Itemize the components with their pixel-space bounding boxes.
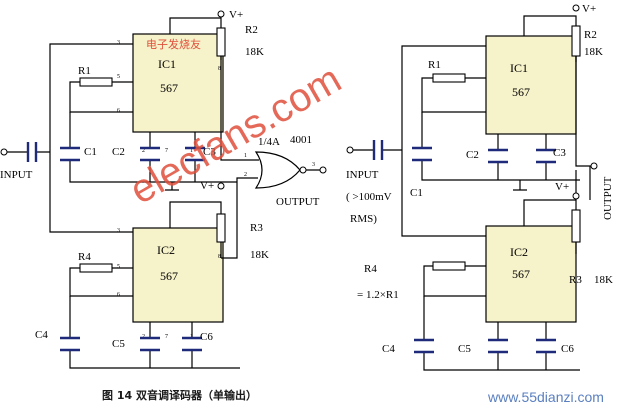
right-circuit: IC1 567 IC2 567 V+ R2 18K R1 C1 C2 C3 IN… bbox=[346, 3, 614, 371]
left-r4-label: R4 bbox=[78, 251, 91, 263]
left-ic2-pin7: 7 bbox=[165, 334, 168, 340]
left-vplus-bottom: V+ bbox=[200, 180, 214, 192]
left-ic2-pin3: 3 bbox=[117, 228, 120, 234]
left-ic2-name: IC2 bbox=[157, 243, 175, 257]
watermark-small: 电子发烧友 bbox=[146, 37, 201, 51]
right-r3-label: R3 bbox=[569, 274, 582, 286]
right-ic1-name: IC1 bbox=[510, 61, 528, 75]
right-ic2-part: 567 bbox=[512, 267, 530, 281]
left-c3-label: C3 bbox=[203, 146, 216, 158]
left-c4-label: C4 bbox=[35, 329, 48, 341]
left-ic1-pin3: 3 bbox=[117, 40, 120, 46]
right-c5-label: C5 bbox=[458, 343, 471, 355]
right-r2-resistor bbox=[571, 25, 581, 57]
left-ic2-pin5: 5 bbox=[117, 264, 120, 270]
right-r2-value: 18K bbox=[584, 46, 603, 58]
left-r1-resistor bbox=[79, 77, 113, 87]
left-ic1-body bbox=[132, 33, 224, 133]
left-c2-label: C2 bbox=[112, 146, 125, 158]
left-gate-part: 4001 bbox=[290, 134, 312, 146]
left-ic1-pin5: 5 bbox=[117, 74, 120, 80]
left-ic2-part: 567 bbox=[160, 269, 178, 283]
right-r4-label: R4 bbox=[364, 263, 377, 275]
right-r3-value: 18K bbox=[594, 274, 613, 286]
left-r4-resistor bbox=[79, 263, 113, 273]
right-r4-resistor bbox=[432, 261, 466, 271]
right-r1-label: R1 bbox=[428, 59, 441, 71]
right-ic1-body bbox=[485, 35, 577, 135]
left-r1-label: R1 bbox=[78, 65, 91, 77]
left-ic1-pin2: 2 bbox=[142, 148, 145, 154]
right-input-label: INPUT bbox=[346, 169, 379, 181]
figure-caption: 图 14 双音调译码器（单输出） bbox=[102, 388, 257, 402]
right-input-level2: RMS) bbox=[350, 213, 377, 225]
right-r3-resistor bbox=[571, 209, 581, 243]
left-c1-label: C1 bbox=[84, 146, 97, 158]
right-c4-label: C4 bbox=[382, 343, 395, 355]
right-vplus-top: V+ bbox=[582, 3, 596, 15]
right-r1-resistor bbox=[432, 73, 466, 83]
right-c2-label: C2 bbox=[466, 149, 479, 161]
right-r2-label: R2 bbox=[584, 29, 597, 41]
left-circuit: IC1 567 3 5 6 8 2 7 1 IC2 567 3 5 6 8 2 … bbox=[0, 9, 327, 369]
left-c6-label: C6 bbox=[200, 331, 213, 343]
footer-url: www.55dianzi.com bbox=[487, 389, 604, 405]
left-vplus-top: V+ bbox=[229, 9, 243, 21]
right-input-level: ( >100mV bbox=[346, 191, 392, 203]
left-output-label: OUTPUT bbox=[276, 196, 320, 208]
left-ic2-pin6: 6 bbox=[117, 292, 120, 298]
left-gate-pin3: 3 bbox=[312, 162, 315, 168]
left-ic1-name: IC1 bbox=[158, 57, 176, 71]
left-r2-resistor bbox=[216, 27, 226, 57]
left-nor-gate bbox=[254, 151, 301, 189]
left-ic2-body bbox=[132, 227, 224, 323]
left-ic1-pin1: 1 bbox=[190, 148, 193, 154]
left-gate-pin1: 1 bbox=[244, 153, 247, 159]
left-r3-value: 18K bbox=[250, 249, 269, 261]
left-gate-pin2: 2 bbox=[244, 172, 247, 178]
right-c1-label: C1 bbox=[410, 187, 423, 199]
left-r2-value: 18K bbox=[245, 46, 264, 58]
left-ic2-pin8: 8 bbox=[218, 254, 221, 260]
left-ic1-pin8: 8 bbox=[218, 66, 221, 72]
right-r4-formula: = 1.2×R1 bbox=[357, 289, 399, 301]
right-ic2-name: IC2 bbox=[510, 245, 528, 259]
right-c6-label: C6 bbox=[561, 343, 574, 355]
right-vplus-bottom: V+ bbox=[555, 181, 569, 193]
left-r3-label: R3 bbox=[250, 222, 263, 234]
right-c3-label: C3 bbox=[553, 147, 566, 159]
left-r2-label: R2 bbox=[245, 24, 258, 36]
right-ic1-part: 567 bbox=[512, 85, 530, 99]
left-input-label: INPUT bbox=[0, 169, 33, 181]
left-gate-label: 1/4A bbox=[258, 136, 280, 148]
left-vplus-terminal-top bbox=[217, 10, 225, 18]
left-ic1-pin7: 7 bbox=[165, 148, 168, 154]
left-ic1-part: 567 bbox=[160, 81, 178, 95]
right-ic2-body bbox=[485, 225, 577, 323]
left-r3-resistor bbox=[216, 213, 226, 243]
left-c5-label: C5 bbox=[112, 338, 125, 350]
right-output-label: OUTPUT bbox=[602, 176, 614, 220]
left-ic1-pin6: 6 bbox=[117, 108, 120, 114]
